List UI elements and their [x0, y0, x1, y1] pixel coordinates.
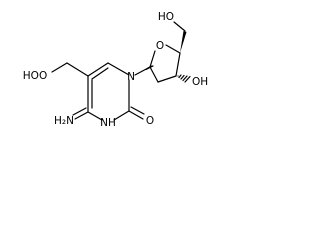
label-ring-oxygen: O	[156, 40, 164, 52]
label-amide-nh: NH	[100, 117, 116, 129]
label-amino-h2n: H₂N	[54, 115, 74, 127]
bond-c4-amino	[74, 111, 89, 120]
bond-c1prime-o4prime	[149, 50, 156, 68]
bond-c5-c6-double	[91, 67, 109, 80]
pyrimidine-ring	[87, 62, 130, 121]
bond-c5prime-o5prime	[173, 21, 186, 32]
bond-c2-o-carbonyl	[128, 110, 144, 120]
bond-n3-c4	[87, 111, 103, 121]
bond-c2-n3	[113, 110, 130, 121]
label-ring-nitrogen: N	[127, 71, 135, 83]
label-hydroperoxy-hoo: HOO	[23, 70, 47, 82]
bond-c5-c6	[87, 62, 109, 77]
label-carbonyl-o: O	[146, 115, 154, 127]
label-hydroxymethyl-ho: HO	[158, 11, 174, 23]
chemical-structure-diagram: HO O OH HOO N H₂N NH O	[23, 11, 208, 129]
bond-c3prime-c2prime	[157, 75, 177, 83]
bond-o4prime-c4prime	[165, 44, 181, 54]
bond-c2-o-carbonyl-double	[130, 106, 145, 115]
label-sugar-hydroxyl: OH	[192, 76, 208, 88]
bond-c6-n1	[107, 62, 130, 76]
bond-c5-ch2	[66, 62, 89, 77]
bond-ch2-o	[51, 62, 68, 73]
hash-wedge-c1prime	[145, 65, 154, 71]
bond-c4prime-c3prime	[175, 52, 181, 77]
bond-c2prime-c1prime	[149, 66, 159, 83]
bond-c4-amino-double	[72, 107, 87, 116]
hash-wedge-c3prime-oh	[177, 74, 191, 83]
wedge-c4prime-c5prime	[180, 31, 187, 53]
sugar-ring	[149, 44, 181, 83]
